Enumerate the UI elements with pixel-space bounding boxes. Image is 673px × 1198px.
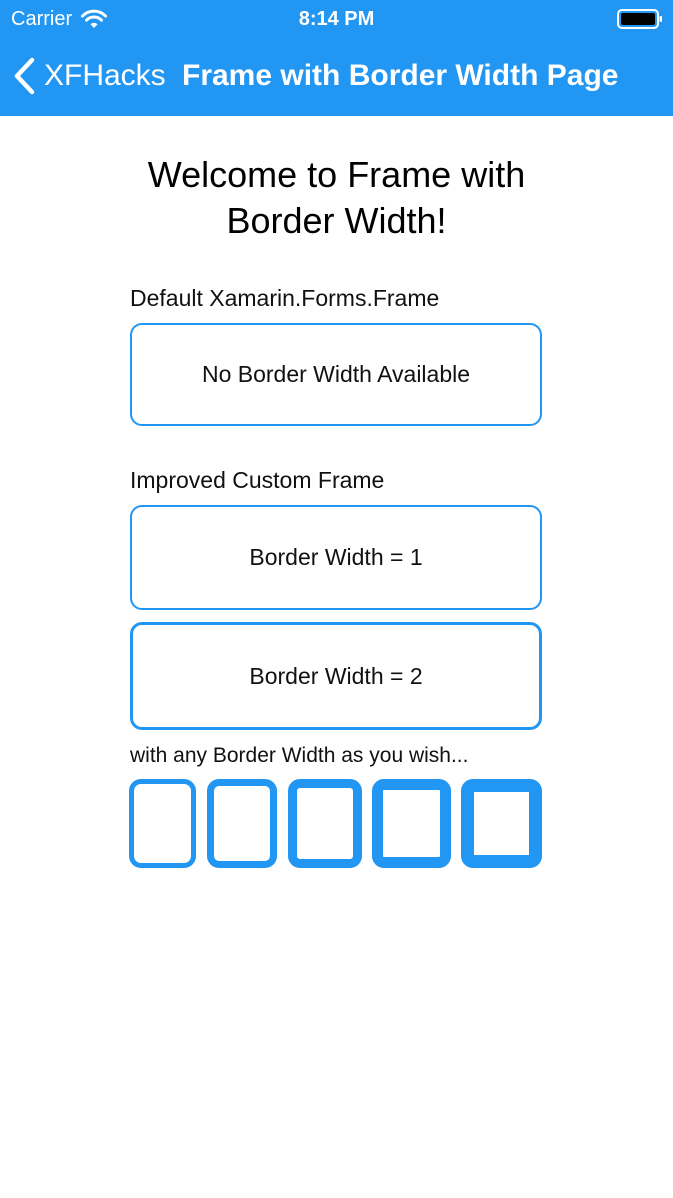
any-width-label: with any Border Width as you wish... (130, 744, 469, 767)
welcome-heading: Welcome to Frame with Border Width! (100, 152, 573, 244)
welcome-line-2: Border Width! (226, 200, 447, 241)
status-time: 8:14 PM (298, 8, 375, 30)
default-frame-text: No Border Width Available (201, 361, 471, 387)
mini-frame-2 (207, 779, 277, 868)
back-button[interactable]: XFHacks (12, 54, 166, 98)
carrier-indicator: Carrier (11, 7, 108, 31)
border-width-1-text: Border Width = 1 (249, 544, 423, 570)
mini-frame-5 (461, 779, 542, 868)
navigation-bar: XFHacks Frame with Border Width Page (0, 40, 673, 116)
battery-icon (617, 9, 662, 29)
status-bar: Carrier 8:14 PM (0, 0, 673, 40)
back-label: XFHacks (44, 59, 166, 92)
border-width-2-frame: Border Width = 2 (130, 622, 542, 730)
top-bar: Carrier 8:14 PM XFHacks Frame with Borde… (0, 0, 673, 116)
border-width-1-frame: Border Width = 1 (130, 505, 542, 610)
default-frame: No Border Width Available (130, 323, 542, 426)
wifi-icon (81, 9, 108, 28)
mini-frame-1 (129, 779, 196, 868)
border-width-2-text: Border Width = 2 (249, 662, 423, 689)
mini-frame-4 (372, 779, 451, 868)
carrier-label: Carrier (11, 8, 73, 30)
welcome-line-1: Welcome to Frame with (147, 154, 526, 195)
chevron-left-icon (14, 57, 35, 95)
improved-frame-label: Improved Custom Frame (130, 467, 385, 493)
default-frame-label: Default Xamarin.Forms.Frame (130, 285, 440, 311)
page-title: Frame with Border Width Page (182, 59, 619, 92)
mini-frame-3 (288, 779, 362, 868)
